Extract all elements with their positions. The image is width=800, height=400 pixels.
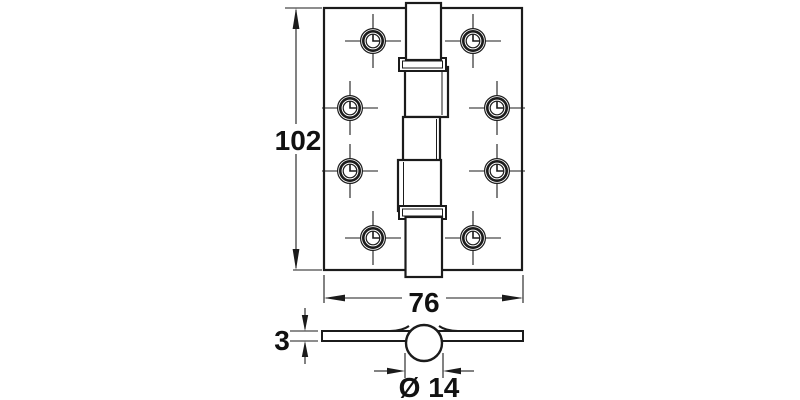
knuckle-barrel [404,323,444,363]
front-view: 102 76 [275,1,527,318]
bearing-washer-inner [402,208,443,217]
pin-top [404,1,443,62]
bearing-washer-inner [402,60,443,69]
label-mask [402,287,446,314]
leaf-curve [438,325,459,332]
knuckle-column [396,1,450,279]
knuckle-segment [396,158,443,213]
pin-diameter-dimension-label: Ø 14 [399,372,460,400]
arrow-right-icon [502,294,523,302]
dimension-thickness: 3 [274,308,318,364]
dimension-pin-diameter: Ø 14 [374,353,474,400]
arrow-left-icon [443,367,461,375]
dimension-height: 102 [275,7,322,271]
arrow-up-icon [292,8,300,29]
leaf-curve [389,325,410,332]
width-dimension-label: 76 [408,287,439,318]
thickness-dimension-label: 3 [274,325,290,356]
arrow-up-icon [301,341,309,357]
arrow-left-icon [324,294,345,302]
arrow-right-icon [387,367,405,375]
label-mask [277,124,318,154]
height-dimension-label: 102 [275,125,322,156]
arrow-down-icon [292,249,300,270]
arrow-down-icon [301,315,309,331]
pin-bottom [404,215,444,279]
side-view: 3 Ø 14 [274,308,524,400]
knuckle-segment [401,115,442,166]
dimension-width: 76 [323,275,524,318]
